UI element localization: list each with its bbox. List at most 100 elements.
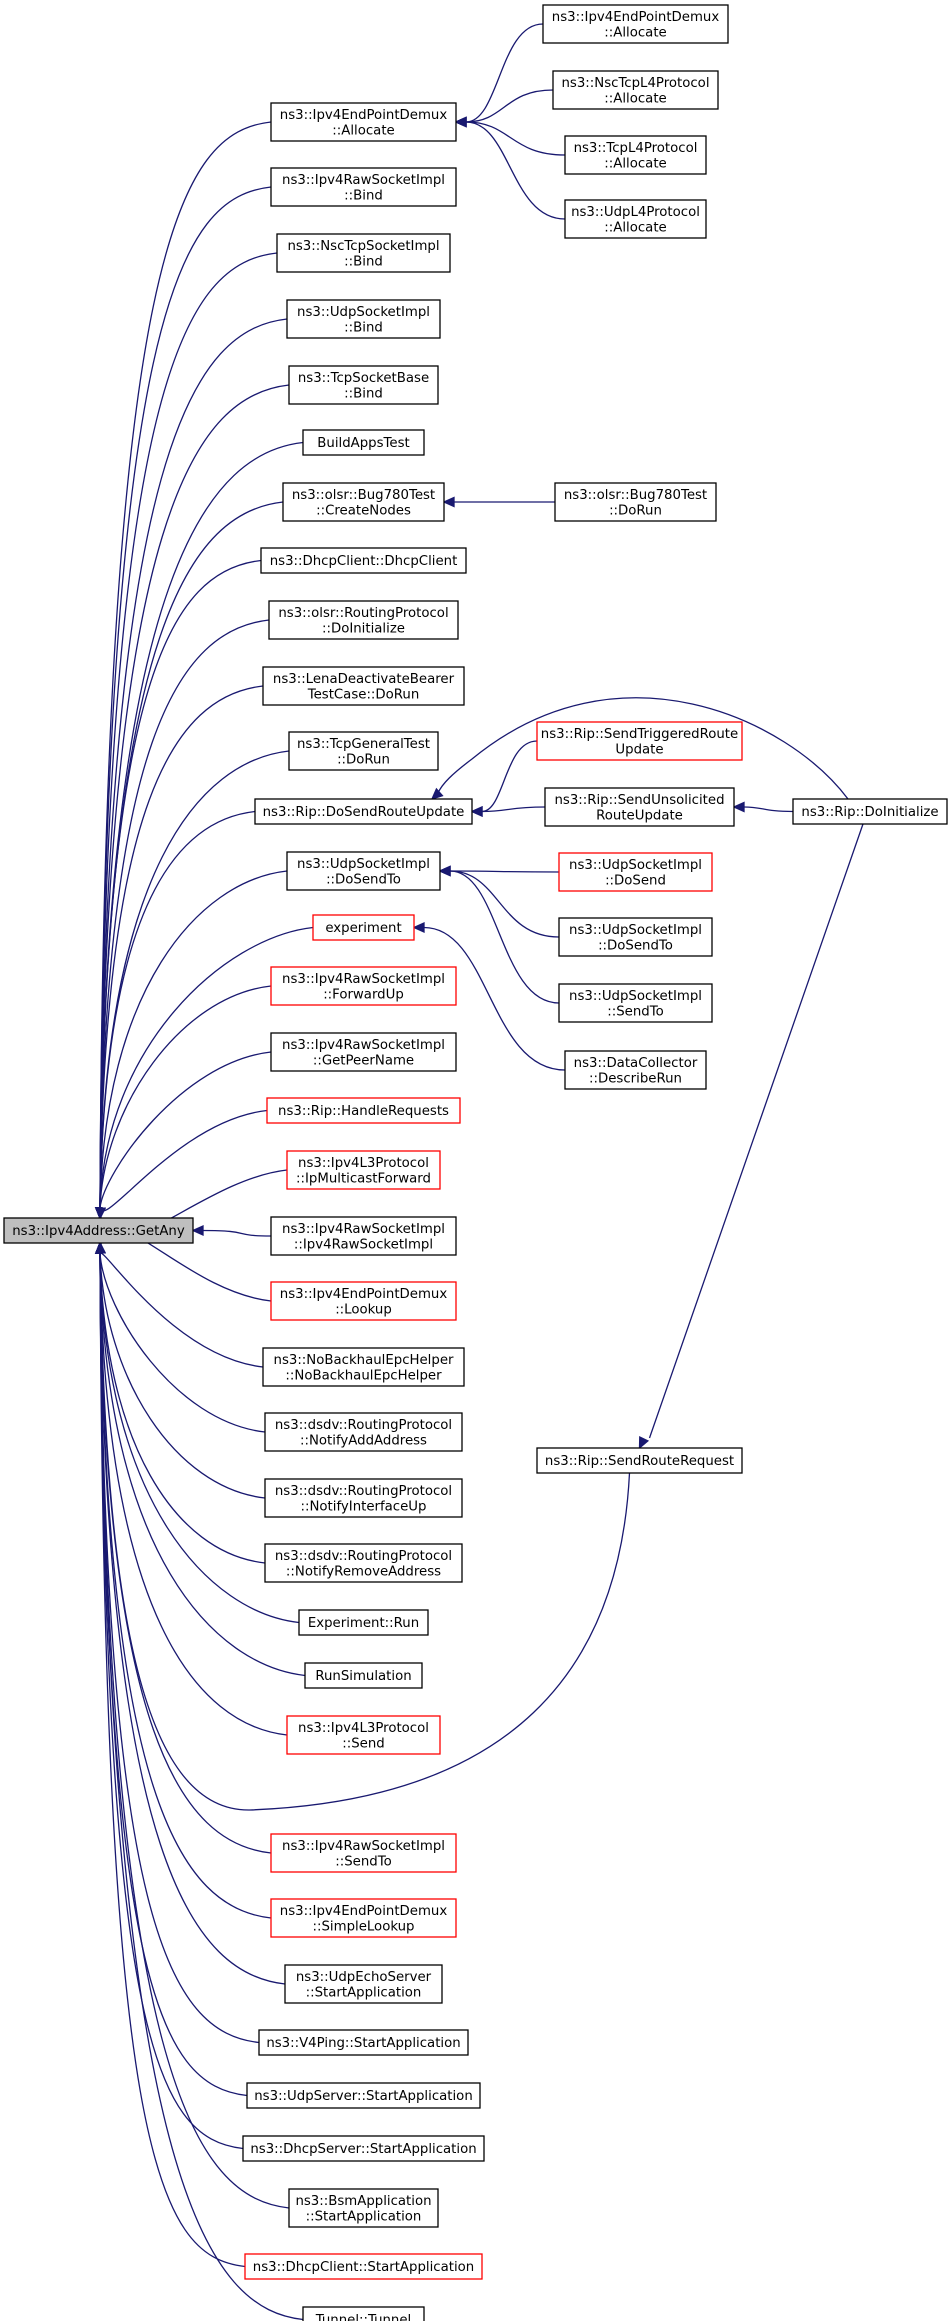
node-udpL4Alloc[interactable]: ns3::UdpL4Protocol::Allocate [564, 199, 707, 239]
node-label: ns3::Ipv4EndPointDemux [552, 10, 720, 25]
node-label: ns3::dsdv::RoutingProtocol [275, 1484, 452, 1499]
node-ripHandle[interactable]: ns3::Rip::HandleRequests [266, 1097, 461, 1124]
node-nscBind[interactable]: ns3::NscTcpSocketImpl::Bind [276, 233, 451, 273]
node-label: ::ForwardUp [323, 987, 404, 1002]
node-label: ns3::UdpEchoServer [296, 1970, 432, 1985]
node-epdSimple[interactable]: ns3::Ipv4EndPointDemux::SimpleLookup [270, 1898, 457, 1938]
node-label: ns3::UdpL4Protocol [571, 205, 700, 220]
node-rawForwardUp[interactable]: ns3::Ipv4RawSocketImpl::ForwardUp [270, 966, 457, 1006]
node-label: ns3::Ipv4RawSocketImpl [282, 972, 445, 987]
node-experiment[interactable]: experiment [312, 914, 415, 941]
node-l3Send[interactable]: ns3::Ipv4L3Protocol::Send [286, 1715, 441, 1755]
node-box [266, 1097, 461, 1124]
node-olsrCreate[interactable]: ns3::olsr::Bug780Test::CreateNodes [282, 482, 445, 522]
node-udpServerStart[interactable]: ns3::UdpServer::StartApplication [246, 2082, 481, 2109]
edge-ripDoInit-to-ripSendReq [638, 823, 864, 1450]
node-label: ns3::Rip::DoInitialize [801, 805, 938, 820]
node-label: ns3::UdpSocketImpl [297, 305, 430, 320]
node-box [792, 798, 948, 825]
node-label: ::Bind [344, 320, 383, 335]
node-box [264, 1478, 463, 1518]
node-box [564, 135, 707, 175]
node-label: ::Allocate [604, 156, 666, 171]
node-label: ns3::Rip::DoSendRouteUpdate [263, 805, 465, 820]
node-label: Tunnel::Tunnel [315, 2313, 411, 2321]
node-udpEchoStart[interactable]: ns3::UdpEchoServer::StartApplication [284, 1964, 443, 2004]
node-epdAlloc2[interactable]: ns3::Ipv4EndPointDemux::Allocate [542, 4, 729, 44]
node-label: ns3::olsr::Bug780Test [564, 488, 707, 503]
node-label: ::Allocate [604, 91, 666, 106]
node-udpDoSendTo2[interactable]: ns3::UdpSocketImpl::DoSendTo [558, 917, 713, 957]
node-label: ::Lookup [335, 1302, 392, 1317]
node-olsrInit[interactable]: ns3::olsr::RoutingProtocol::DoInitialize [268, 600, 459, 640]
edge-udpDoSendTo-to-root [94, 870, 288, 1220]
node-label: ::DoSendTo [598, 938, 673, 953]
node-box [284, 1964, 443, 2004]
node-tcpL4Alloc[interactable]: ns3::TcpL4Protocol::Allocate [564, 135, 707, 175]
node-dhcpClientStart[interactable]: ns3::DhcpClient::StartApplication [244, 2253, 483, 2280]
node-dsdvRemove[interactable]: ns3::dsdv::RoutingProtocol::NotifyRemove… [264, 1543, 463, 1583]
node-box [282, 482, 445, 522]
node-udpSendTo[interactable]: ns3::UdpSocketImpl::SendTo [558, 983, 713, 1023]
node-box [286, 299, 441, 339]
node-box [262, 666, 465, 706]
node-dhcpServerStart[interactable]: ns3::DhcpServer::StartApplication [242, 2135, 485, 2162]
node-label: ns3::LenaDeactivateBearer [273, 672, 455, 687]
node-box [542, 4, 729, 44]
node-l3Multicast[interactable]: ns3::Ipv4L3Protocol::IpMulticastForward [286, 1150, 441, 1190]
node-box [536, 1447, 743, 1474]
node-label: ns3::olsr::RoutingProtocol [278, 606, 448, 621]
node-epdLookup[interactable]: ns3::Ipv4EndPointDemux::Lookup [270, 1281, 457, 1321]
node-tcpBind[interactable]: ns3::TcpSocketBase::Bind [288, 365, 439, 405]
node-label: ns3::UdpSocketImpl [569, 858, 702, 873]
node-runSim[interactable]: RunSimulation [304, 1662, 423, 1689]
nodes-layer: ns3::Ipv4Address::GetAnyns3::Ipv4EndPoin… [3, 4, 948, 2321]
node-label: ::DoInitialize [322, 621, 405, 636]
node-label: ::GetPeerName [313, 1053, 414, 1068]
node-label: ns3::olsr::Bug780Test [292, 488, 435, 503]
node-noBackhaul[interactable]: ns3::NoBackhaulEpcHelper::NoBackhaulEpcH… [262, 1347, 465, 1387]
node-box [286, 1150, 441, 1190]
node-label: ns3::Ipv4EndPointDemux [280, 108, 448, 123]
node-label: ::DoRun [609, 503, 662, 518]
node-dsdvAdd[interactable]: ns3::dsdv::RoutingProtocol::NotifyAddAdd… [264, 1412, 463, 1452]
node-label: ns3::DhcpClient::DhcpClient [270, 554, 458, 569]
node-label: ::Send [342, 1736, 384, 1751]
node-bsmStart[interactable]: ns3::BsmApplication::StartApplication [288, 2188, 439, 2228]
node-rawCtor[interactable]: ns3::Ipv4RawSocketImpl::Ipv4RawSocketImp… [270, 1216, 457, 1256]
node-v4pingStart[interactable]: ns3::V4Ping::StartApplication [258, 2029, 469, 2056]
node-udpBind[interactable]: ns3::UdpSocketImpl::Bind [286, 299, 441, 339]
node-rawBind[interactable]: ns3::Ipv4RawSocketImpl::Bind [270, 167, 457, 207]
node-rawSendTo[interactable]: ns3::Ipv4RawSocketImpl::SendTo [270, 1833, 457, 1873]
node-epdAlloc[interactable]: ns3::Ipv4EndPointDemux::Allocate [270, 102, 457, 142]
node-ripSendReq[interactable]: ns3::Rip::SendRouteRequest [536, 1447, 743, 1474]
node-label: ::StartApplication [306, 1985, 422, 2000]
node-rawGetPeer[interactable]: ns3::Ipv4RawSocketImpl::GetPeerName [270, 1032, 457, 1072]
node-label: ::DescribeRun [589, 1071, 682, 1086]
node-tcpGenDoRun[interactable]: ns3::TcpGeneralTest::DoRun [288, 731, 439, 771]
node-box [270, 1032, 457, 1072]
node-describeRun[interactable]: ns3::DataCollector::DescribeRun [564, 1050, 707, 1090]
node-expRun[interactable]: Experiment::Run [298, 1609, 429, 1636]
node-udpDoSendTo[interactable]: ns3::UdpSocketImpl::DoSendTo [286, 851, 441, 891]
node-udpDoSend[interactable]: ns3::UdpSocketImpl::DoSend [558, 852, 713, 892]
node-label: ns3::UdpSocketImpl [569, 989, 702, 1004]
node-label: ::DoSendTo [326, 872, 401, 887]
node-box [270, 167, 457, 207]
node-nscL4Alloc[interactable]: ns3::NscTcpL4Protocol::Allocate [552, 70, 719, 110]
node-tunnel[interactable]: Tunnel::Tunnel [302, 2306, 425, 2321]
node-label: ::NotifyInterfaceUp [301, 1499, 427, 1514]
node-root[interactable]: ns3::Ipv4Address::GetAny [3, 1217, 194, 1244]
node-dhcpClientCtor[interactable]: ns3::DhcpClient::DhcpClient [260, 547, 467, 574]
node-buildApps[interactable]: BuildAppsTest [302, 429, 425, 456]
node-box [244, 2253, 483, 2280]
node-olsrDoRun[interactable]: ns3::olsr::Bug780Test::DoRun [554, 482, 717, 522]
node-label: ns3::NscTcpL4Protocol [561, 76, 709, 91]
node-ripDoInit[interactable]: ns3::Rip::DoInitialize [792, 798, 948, 825]
node-box [260, 547, 467, 574]
node-dsdvIfUp[interactable]: ns3::dsdv::RoutingProtocol::NotifyInterf… [264, 1478, 463, 1518]
node-ripDoSend[interactable]: ns3::Rip::DoSendRouteUpdate [254, 798, 473, 825]
